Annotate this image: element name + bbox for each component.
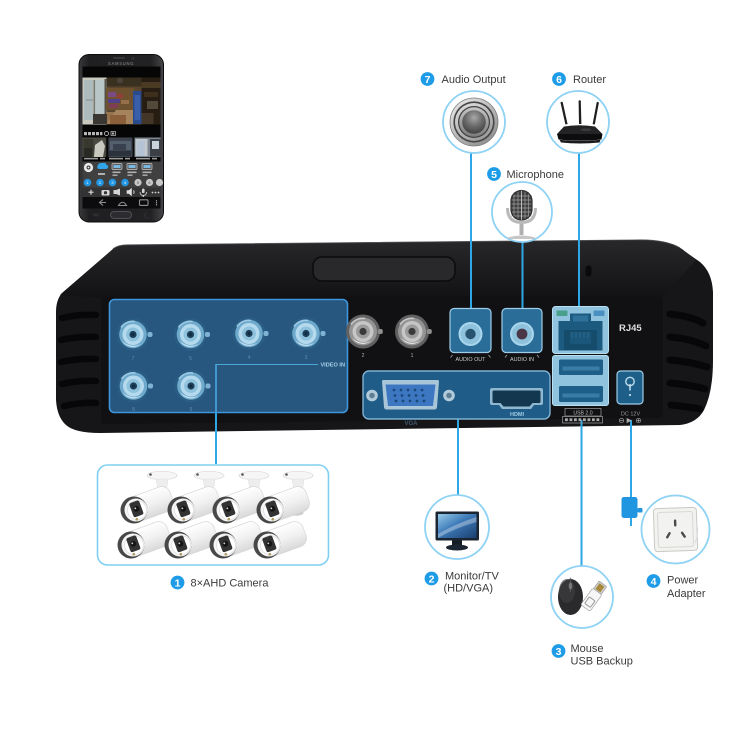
svg-text:HDMI: HDMI: [510, 412, 525, 418]
svg-text:6: 6: [190, 407, 193, 413]
svg-text:AUDIO OUT: AUDIO OUT: [456, 357, 487, 363]
svg-text:3: 3: [556, 646, 562, 658]
svg-text:4: 4: [248, 355, 251, 361]
svg-text:5: 5: [189, 356, 192, 362]
svg-text:5: 5: [491, 169, 497, 181]
svg-text:Adapter: Adapter: [667, 588, 706, 600]
svg-text:2: 2: [429, 574, 435, 586]
svg-text:AUDIO IN: AUDIO IN: [510, 357, 534, 363]
svg-text:1: 1: [411, 353, 414, 359]
svg-text:(HD/VGA): (HD/VGA): [444, 583, 494, 595]
svg-text:7: 7: [425, 74, 431, 86]
svg-text:Monitor/TV: Monitor/TV: [445, 571, 499, 583]
svg-text:4: 4: [651, 576, 657, 588]
svg-text:Microphone: Microphone: [507, 169, 564, 181]
svg-text:4: 4: [124, 180, 127, 185]
svg-text:Router: Router: [573, 74, 606, 86]
svg-text:DC 12V: DC 12V: [621, 412, 641, 418]
svg-text:RJ45: RJ45: [619, 323, 642, 334]
svg-text:8×AHD Camera: 8×AHD Camera: [191, 578, 270, 590]
svg-text:Mouse: Mouse: [571, 643, 604, 655]
svg-text:5: 5: [137, 180, 140, 185]
svg-text:2: 2: [362, 353, 365, 359]
svg-text:2: 2: [99, 180, 102, 185]
svg-text:USB Backup: USB Backup: [571, 656, 633, 668]
svg-text:VIDEO IN: VIDEO IN: [320, 363, 345, 369]
svg-text:Audio Output: Audio Output: [442, 74, 506, 86]
svg-text:1: 1: [175, 578, 181, 590]
svg-text:VGA: VGA: [404, 421, 418, 427]
svg-text:6: 6: [148, 180, 151, 185]
svg-text:3: 3: [111, 180, 114, 185]
svg-text:6: 6: [556, 74, 562, 86]
svg-text:8: 8: [132, 407, 135, 413]
svg-text:7: 7: [132, 356, 135, 362]
svg-text:1: 1: [86, 180, 89, 185]
svg-text:Power: Power: [667, 575, 699, 587]
svg-text:3: 3: [305, 355, 308, 361]
svg-text:USB 2.0: USB 2.0: [573, 411, 592, 417]
svg-text:SAMSUNG: SAMSUNG: [108, 61, 134, 66]
